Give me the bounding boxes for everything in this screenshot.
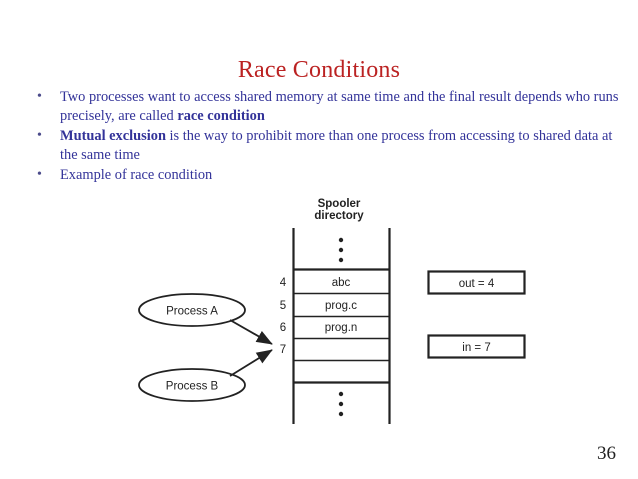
arrow-process-a-to-row-7 bbox=[229, 319, 273, 345]
list-item: • Example of race condition bbox=[28, 166, 628, 185]
arrow-process-b-to-row-7 bbox=[229, 349, 273, 377]
spooler-caption-line-2: directory bbox=[314, 210, 364, 222]
bullet-segment-emphasis: race condition bbox=[177, 107, 265, 124]
bullet-icon: • bbox=[37, 167, 42, 182]
table-bottom-ellipsis-icon bbox=[338, 391, 344, 417]
row-index-4: 4 bbox=[280, 277, 287, 289]
spooler-table bbox=[292, 228, 391, 424]
process-a-label: Process A bbox=[166, 306, 218, 318]
process-b-ellipse bbox=[138, 368, 246, 402]
out-box-label: out = 4 bbox=[459, 278, 495, 290]
variable-box-in: in = 7 bbox=[427, 334, 526, 359]
process-a-ellipse bbox=[138, 293, 246, 327]
bullet-list: • Two processes want to access shared me… bbox=[28, 88, 628, 187]
in-box-border bbox=[427, 334, 526, 359]
process-b-node: Process B bbox=[138, 368, 246, 402]
bullet-segment-emphasis: Mutual exclusion bbox=[60, 128, 166, 144]
bullet-segment: Two processes want to access shared memo… bbox=[60, 89, 619, 124]
bullet-segment: is the way to prohibit more than one pro… bbox=[60, 128, 613, 163]
page-number: 36 bbox=[597, 443, 616, 464]
spooler-caption-line-1: Spooler bbox=[318, 198, 361, 210]
list-item: • Two processes want to access shared me… bbox=[28, 88, 628, 125]
row-index-7: 7 bbox=[280, 344, 286, 356]
row-index-5: 5 bbox=[280, 300, 286, 312]
process-a-node: Process A bbox=[138, 293, 246, 327]
table-top-ellipsis-icon bbox=[338, 237, 344, 263]
bullet-text-example: Example of race condition bbox=[60, 167, 212, 183]
list-item: • Mutual exclusion is the way to prohibi… bbox=[28, 127, 628, 164]
row-value-6: prog.n bbox=[325, 322, 358, 334]
out-box-border bbox=[427, 270, 526, 295]
bullet-icon: • bbox=[37, 128, 42, 143]
row-value-5: prog.c bbox=[325, 300, 357, 312]
variable-box-out: out = 4 bbox=[427, 270, 526, 295]
page-title: Race Conditions bbox=[237, 57, 401, 83]
bullet-text-race-condition: Two processes want to access shared memo… bbox=[60, 89, 618, 124]
process-b-label: Process B bbox=[166, 381, 219, 393]
bullet-icon: • bbox=[37, 89, 42, 104]
bullet-text-mutual-exclusion: Mutual exclusion is the way to prohibit … bbox=[60, 128, 612, 163]
row-value-4: abc bbox=[332, 277, 351, 289]
in-box-label: in = 7 bbox=[462, 342, 490, 354]
row-index-6: 6 bbox=[280, 322, 286, 334]
bullet-segment: Example of race condition bbox=[60, 167, 213, 183]
